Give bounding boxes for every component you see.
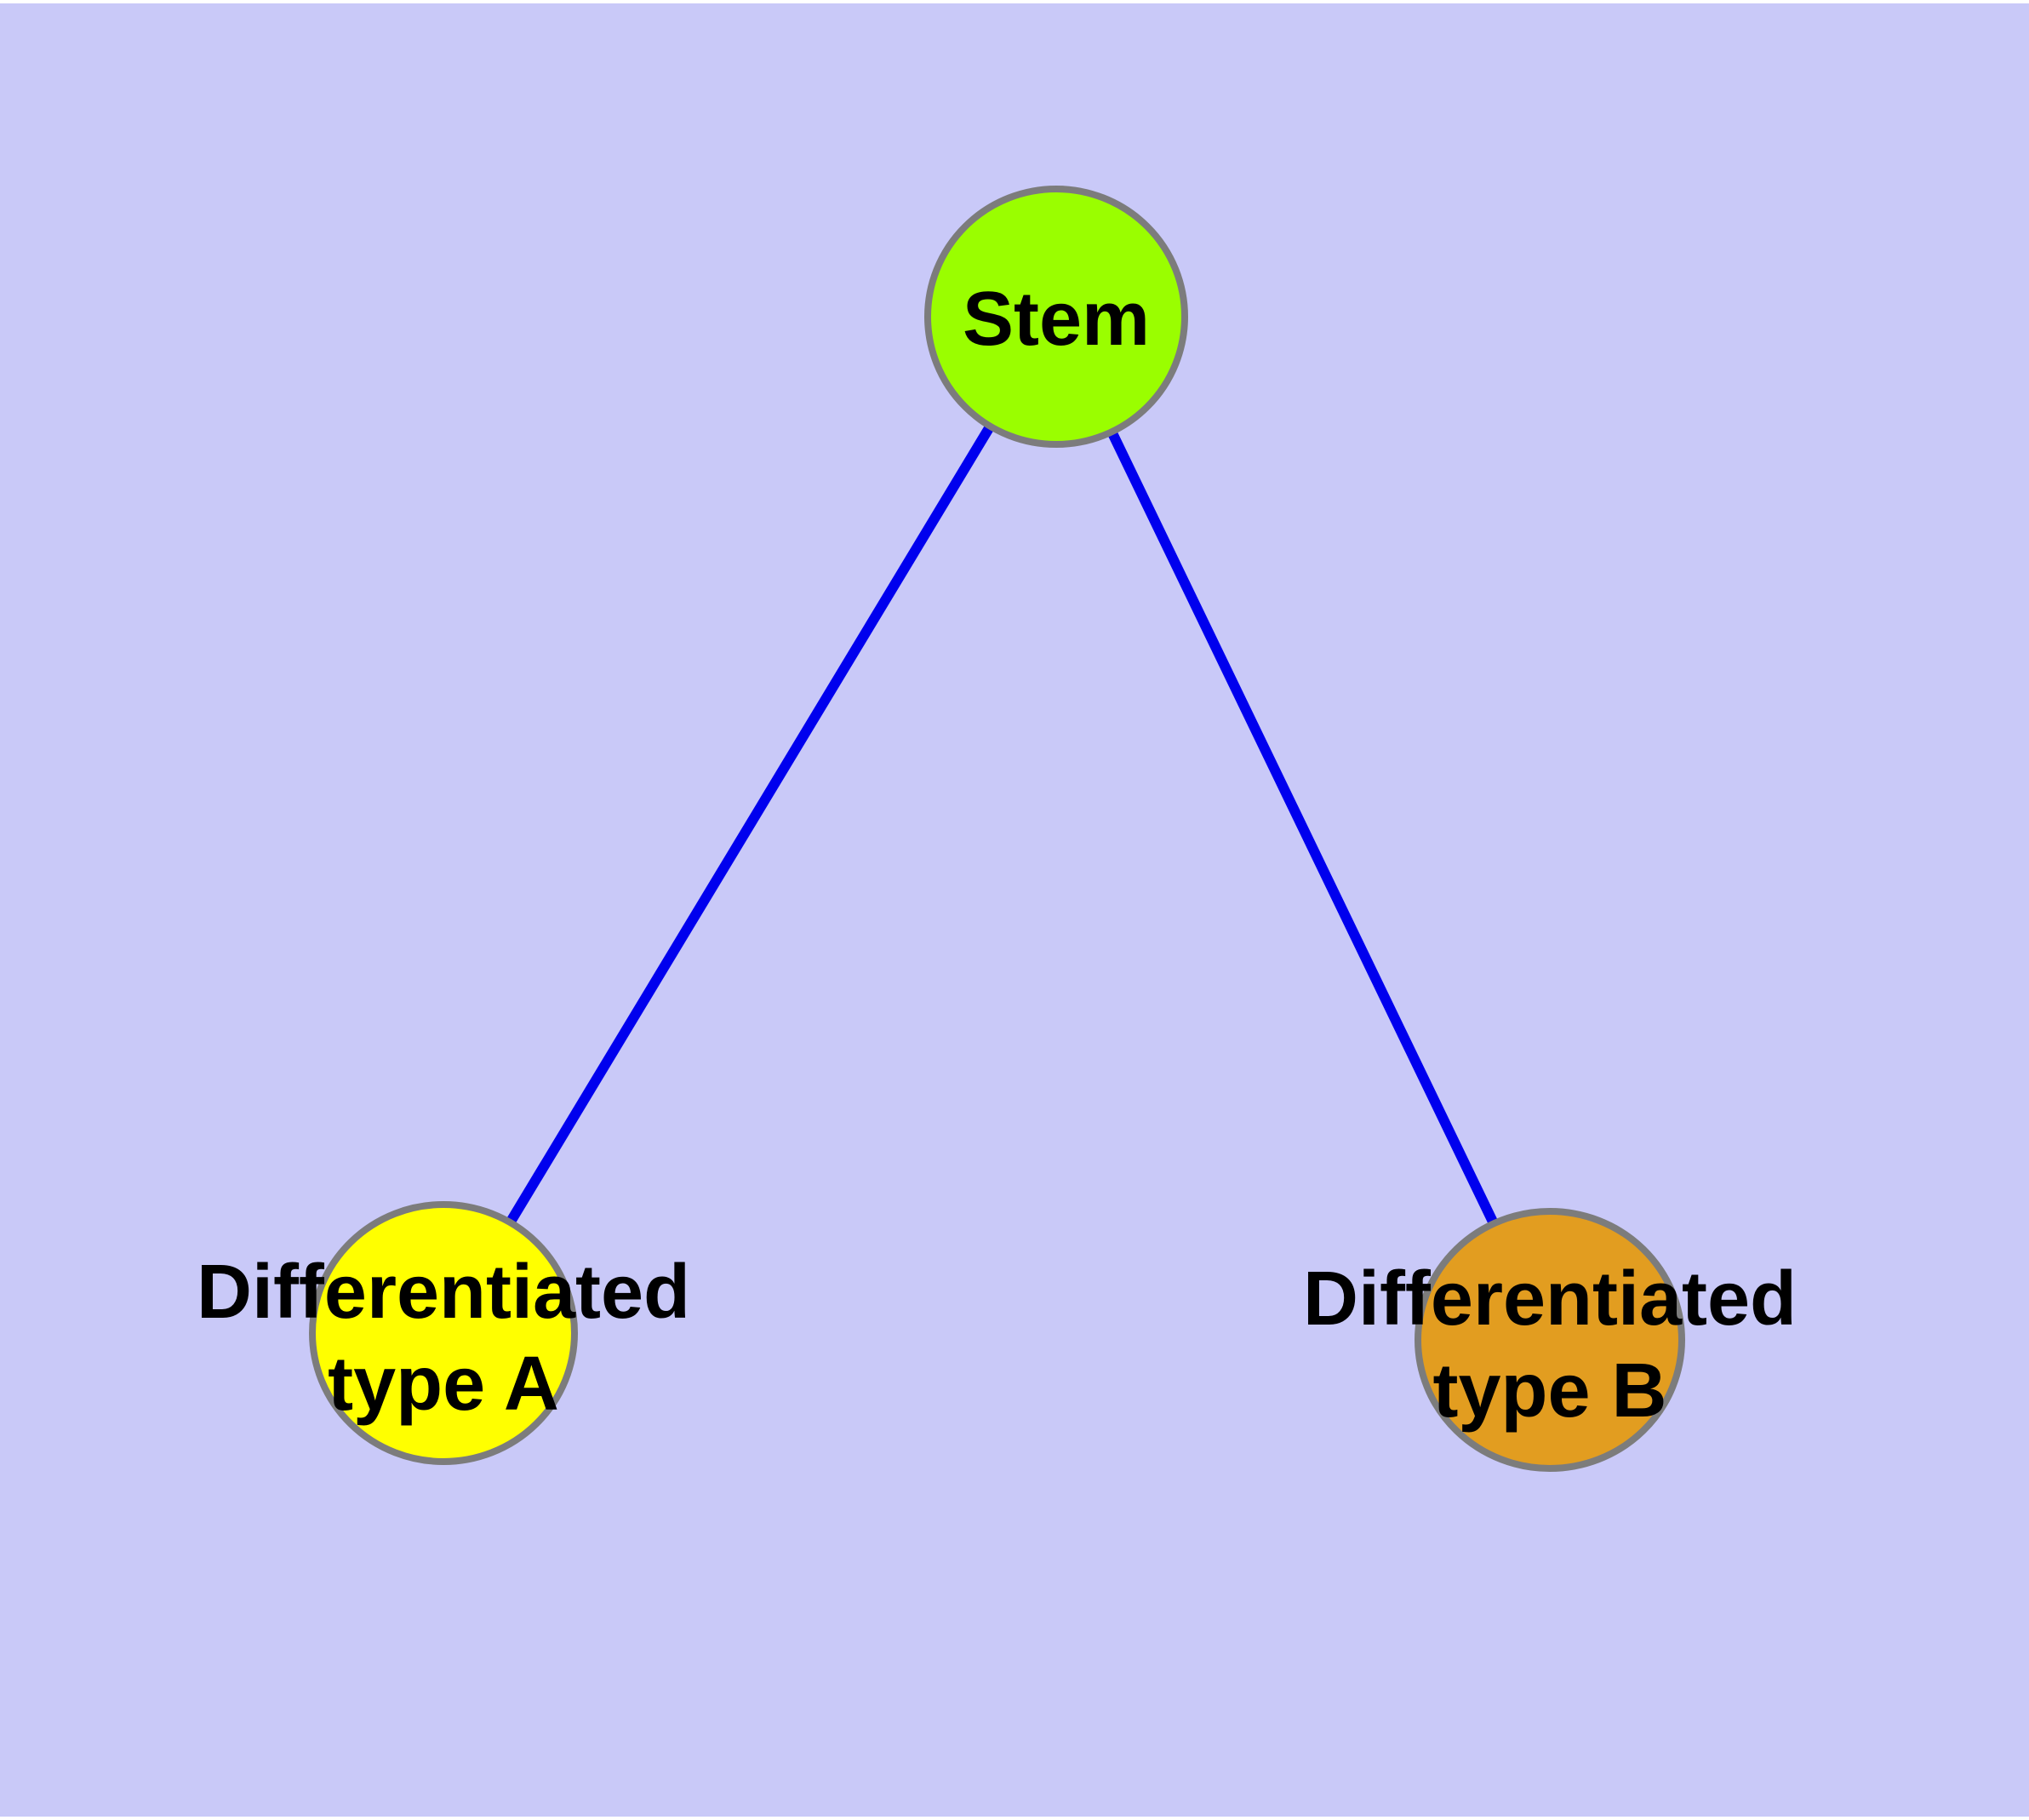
node-type-b-label-line1: Differentiated	[1303, 1256, 1797, 1342]
node-type-b-circle	[1415, 1208, 1685, 1472]
node-stem-label: Stem	[963, 277, 1150, 362]
node-type-a-label-line2: type A	[328, 1342, 559, 1427]
edge-stem-to-type-b	[1051, 314, 1555, 1342]
node-type-a-label-line1: Differentiated	[197, 1250, 690, 1335]
node-type-a-circle	[309, 1201, 578, 1465]
edge-stem-to-type-a	[438, 313, 1061, 1336]
node-stem-circle	[924, 186, 1188, 448]
node-type-b-label-line2: type B	[1432, 1348, 1666, 1434]
